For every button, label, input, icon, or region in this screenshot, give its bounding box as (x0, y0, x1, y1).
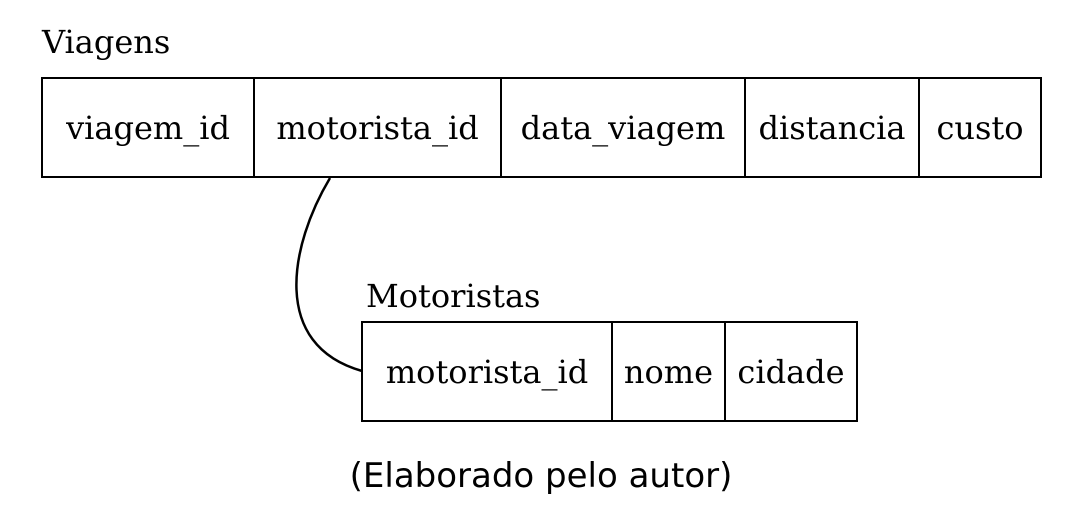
motoristas-column-cidade: cidade (737, 352, 845, 391)
viagens-column-data-viagem: data_viagem (502, 79, 746, 176)
motoristas-column-nome: nome (613, 323, 726, 420)
motoristas-table-title: Motoristas (366, 277, 541, 315)
viagens-column-custo: custo (936, 108, 1024, 147)
viagens-table-title: Viagens (42, 23, 171, 61)
relationship-line (295, 177, 363, 373)
viagens-column-viagem-id: viagem_id (43, 79, 255, 176)
viagens-table: viagem_id motorista_id data_viagem dista… (41, 77, 1042, 178)
figure-caption: (Elaborado pelo autor) (349, 456, 733, 496)
viagens-column-distancia: distancia (746, 79, 920, 176)
motoristas-column-motorista-id: motorista_id (363, 323, 613, 420)
motoristas-table: motorista_id nome cidade (361, 321, 858, 422)
viagens-column-motorista-id: motorista_id (255, 79, 502, 176)
